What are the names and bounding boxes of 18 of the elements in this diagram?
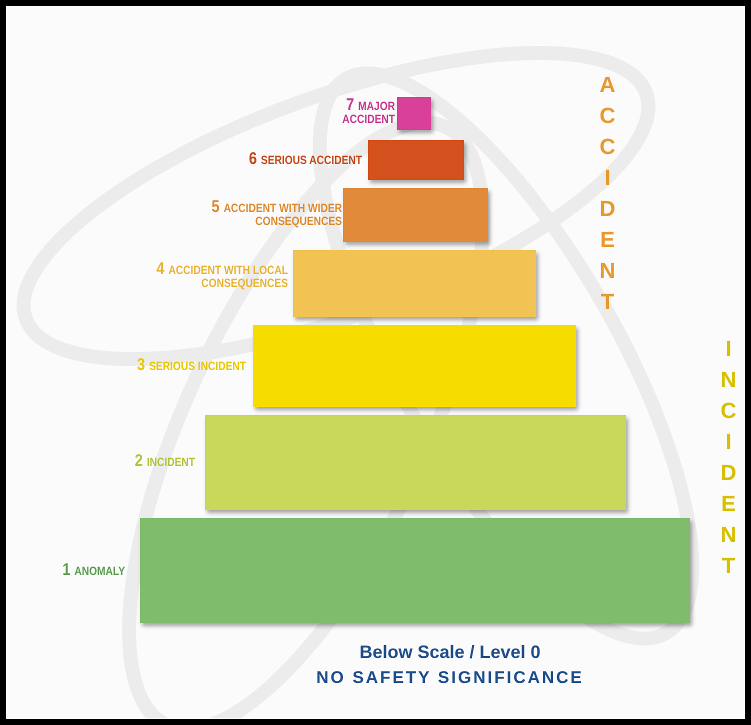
- level-bar: [253, 325, 576, 407]
- level-label: 5 ACCIDENT WITH WIDER CONSEQUENCES: [210, 200, 342, 228]
- level-label: 3 SERIOUS INCIDENT: [136, 358, 246, 373]
- level-label: 1 ANOMALY: [61, 563, 125, 578]
- level-label: 6 SERIOUS ACCIDENT: [248, 152, 362, 167]
- level-label: 7 MAJOR ACCIDENT: [341, 98, 395, 126]
- vertical-heading: INCIDENT: [715, 336, 741, 584]
- level-bar: [140, 518, 690, 623]
- level-bar: [397, 97, 431, 130]
- level-label: 2 INCIDENT: [134, 454, 195, 469]
- level-bar: [368, 140, 464, 180]
- level-0-description: NO SAFETY SIGNIFICANCE: [315, 668, 585, 688]
- vertical-heading: ACCIDENT: [594, 72, 620, 320]
- level-bar: [293, 250, 536, 317]
- level-label: 4 ACCIDENT WITH LOCAL CONSEQUENCES: [155, 262, 288, 290]
- level-0-heading: Below Scale / Level 0: [358, 642, 542, 663]
- level-bar: [205, 415, 626, 510]
- level-bar: [343, 188, 488, 242]
